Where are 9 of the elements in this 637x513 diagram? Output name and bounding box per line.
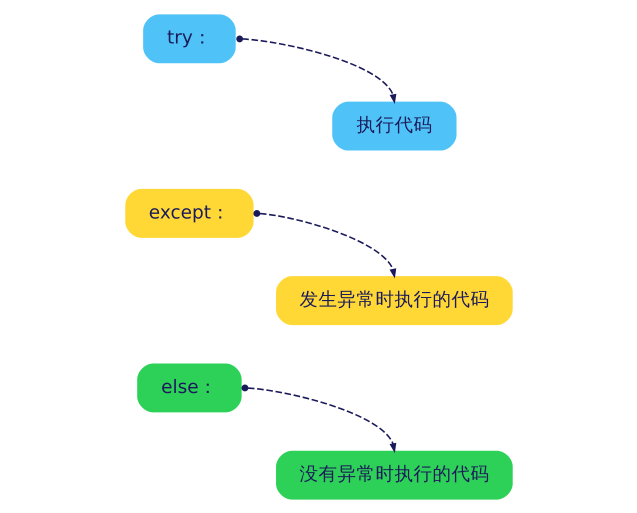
node-box: 发生异常时执行的代码 <box>276 276 512 325</box>
node-box: except： <box>124 188 254 238</box>
node-box: try： <box>142 14 236 63</box>
node-box: else： <box>136 362 242 412</box>
node-box: 执行代码 <box>332 101 456 150</box>
node-box: 没有异常时执行的代码 <box>276 450 512 500</box>
arrow <box>236 34 396 104</box>
arrow <box>241 384 396 453</box>
arrow <box>252 210 396 278</box>
